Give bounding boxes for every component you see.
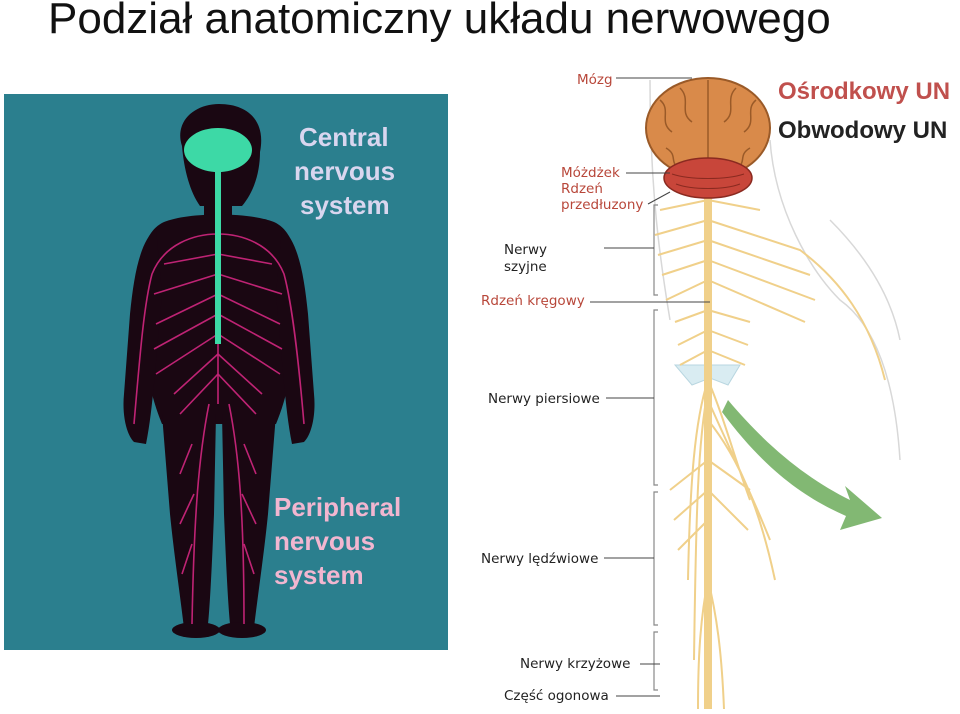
label-sacral-nerves: Nerwy krzyżowe (520, 656, 631, 672)
label-medulla-line-2: przedłuzony (561, 197, 644, 213)
green-arrow-icon (722, 400, 882, 530)
peripheral-label-line-3: system (274, 560, 364, 590)
spinal-nerves (654, 199, 886, 710)
central-label-line-2: nervous (294, 156, 395, 186)
label-medulla-line-1: Rdzeń (561, 181, 603, 197)
nerve-group-brackets (653, 204, 658, 691)
label-thoracic-nerves: Nerwy piersiowe (488, 391, 600, 407)
central-label-line-3: system (300, 190, 390, 220)
central-label-line-1: Central (299, 122, 389, 152)
label-brain: Mózg (577, 72, 613, 88)
spinal-cord (704, 190, 712, 709)
label-cauda: Część ogonowa (504, 688, 609, 704)
peripheral-label-line-2: nervous (274, 526, 375, 556)
peripheral-nervous-system-label: Peripheral nervous system (274, 492, 401, 590)
peripheral-label-line-1: Peripheral (274, 492, 401, 522)
cerebellum-folds (671, 173, 745, 189)
human-figure-illustration: Central nervous system Peripheral nervou… (4, 94, 448, 650)
page-title: Podział anatomiczny układu nerwowego (48, 0, 831, 43)
anatomical-nervous-system-figure (600, 60, 940, 714)
label-cervical-line-1: Nerwy (504, 242, 547, 258)
legend-peripheral-nervous-system: Obwodowy UN (778, 117, 948, 144)
legend-central-nervous-system: Ośrodkowy UN (778, 78, 951, 105)
label-cerebellum: Móżdżek (561, 165, 620, 181)
label-lumbar-nerves: Nerwy lędźwiowe (481, 551, 599, 567)
nervous-system-illustration: Central nervous system Peripheral nervou… (4, 94, 448, 650)
central-nervous-system-label: Central nervous system (294, 122, 395, 220)
label-spinal-cord: Rdzeń kręgowy (481, 293, 585, 309)
label-cervical-line-2: szyjne (504, 259, 547, 275)
spinal-figure-svg (645, 77, 901, 710)
brain-and-spinal-cord (184, 128, 252, 344)
